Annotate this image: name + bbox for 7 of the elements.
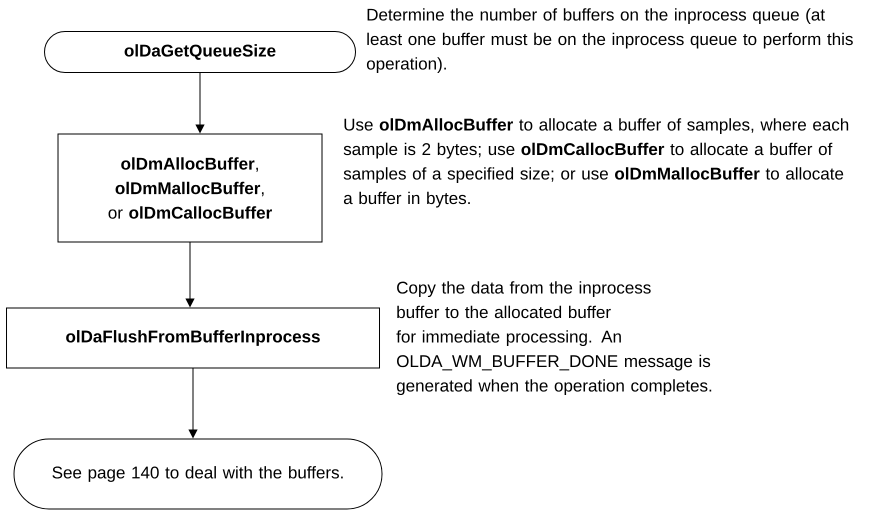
terminal-box: See page 140 to deal with the buffers. [14, 438, 382, 510]
process-box: olDmAllocBuffer, olDmMallocBuffer, or olDmCallocBuffer [58, 134, 322, 242]
description-text: Use olDmAllocBuffer to allocate a buffer of samples, where each sample is 2 bytes; use olDmCallocBuffer to allocate a buffer of samples of a specified size; or use olDmMallocBuffer to allocate a buffer in bytes. [344, 118, 848, 208]
process-box: olDaFlushFromBufferInprocess [6, 308, 380, 368]
description-text: Determine the number of buffers on the inprocess queue (at least one buffer must be on the inprocess queue to perform this operation). [366, 8, 853, 74]
terminal-box: olDaGetQueueSize [44, 31, 356, 73]
description-text: Copy the data from the inprocess buffer to the allocated buffer for immediate processing. An OLDA_WM_BUFFER_DONE message is generated when the operation completes. [396, 281, 712, 396]
